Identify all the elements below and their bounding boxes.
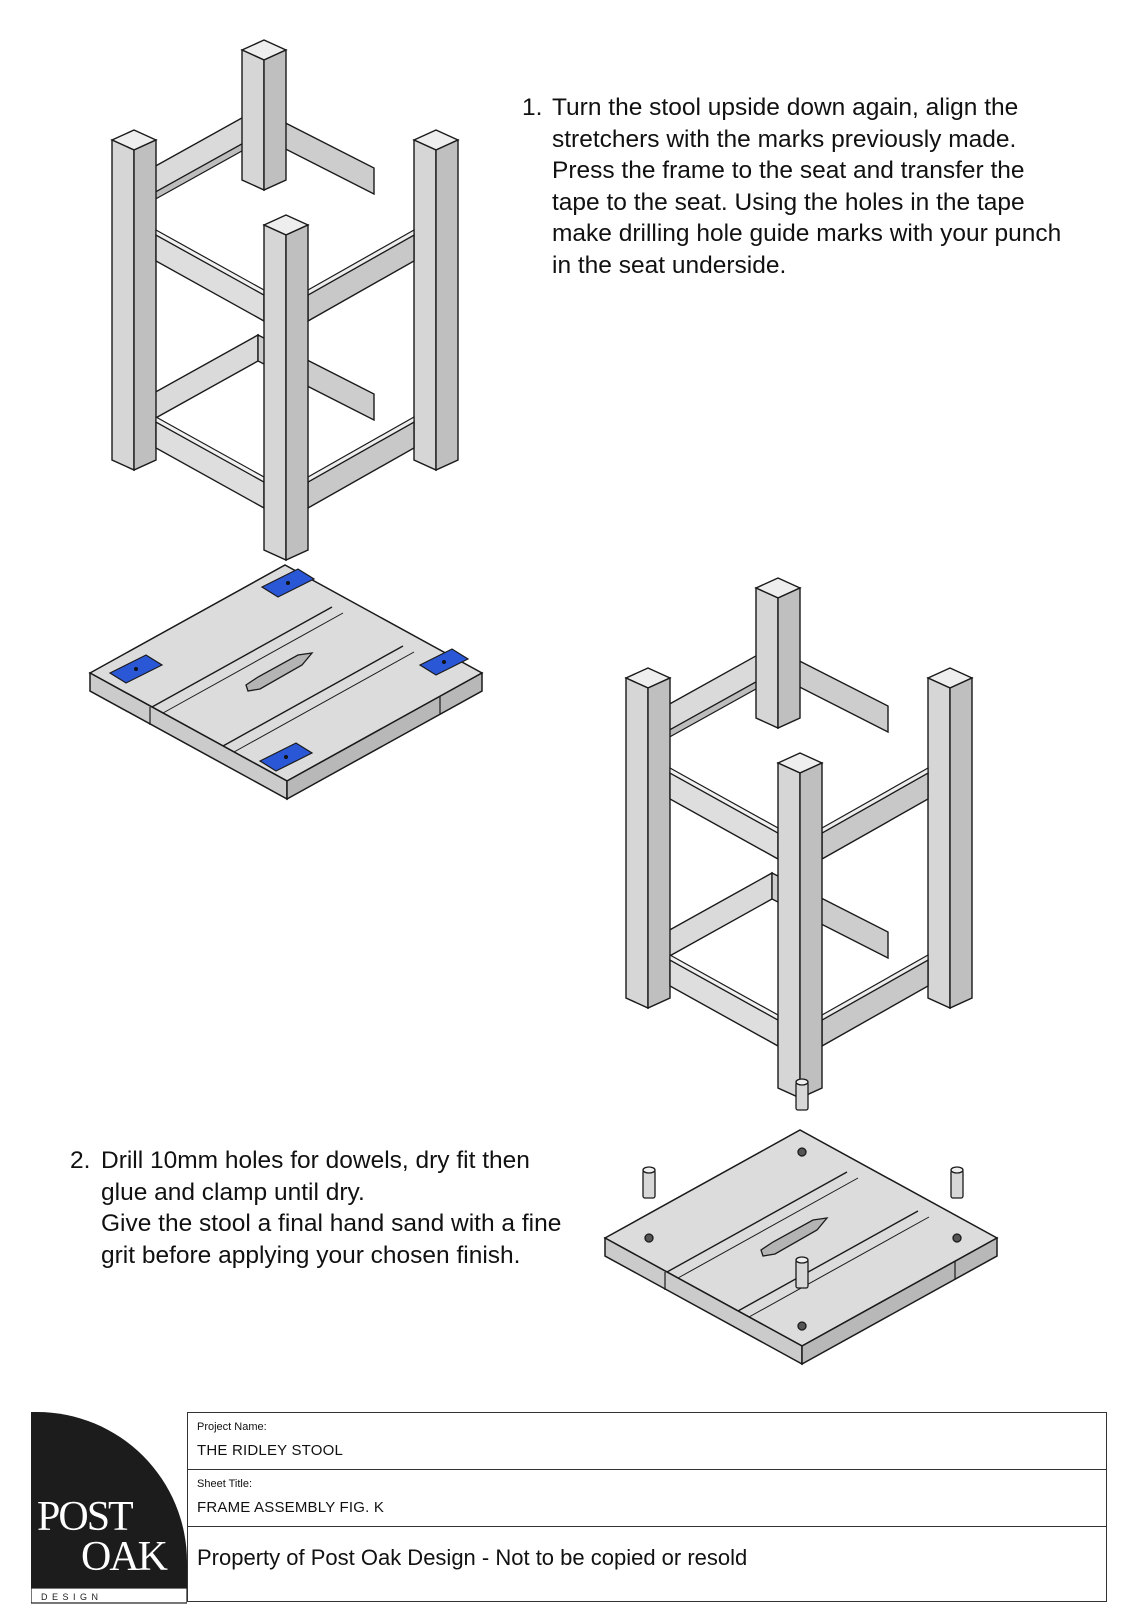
stool-frame-top (111, 39, 459, 561)
assembly-drawing (89, 39, 998, 1365)
seat-with-tape (89, 564, 483, 800)
instruction-step-2: 2. Drill 10mm holes for dowels, dry fit … (70, 1145, 561, 1271)
instruction-step-1: 1. Turn the stool upside down again, ali… (522, 92, 1061, 281)
step-line: Press the frame to the seat and transfer… (552, 157, 1025, 184)
step-number: 2. (70, 1147, 91, 1174)
svg-text:D E S I G N: D E S I G N (41, 1592, 99, 1602)
copyright-notice: Property of Post Oak Design - Not to be … (197, 1545, 748, 1570)
step-line: make drilling hole guide marks with your… (552, 220, 1062, 247)
title-block: POST OAK D E S I G N Project Name: THE R… (31, 1412, 1109, 1604)
sheet-title-row: Sheet Title: FRAME ASSEMBLY FIG. K (188, 1470, 1106, 1527)
seat-with-dowels (604, 1078, 998, 1365)
step-line: glue and clamp until dry. (101, 1178, 365, 1206)
step-line: Drill 10mm holes for dowels, dry fit the… (101, 1147, 530, 1174)
svg-text:POST: POST (37, 1494, 133, 1540)
stool-frame-bottom (625, 577, 973, 1099)
dowels (642, 1078, 964, 1331)
step-line: Turn the stool upside down again, align … (552, 94, 1019, 121)
step-line: in the seat underside. (552, 251, 787, 279)
step-line: Give the stool a final hand sand with a … (101, 1210, 562, 1237)
project-name-value: THE RIDLEY STOOL (197, 1442, 344, 1459)
step-number: 1. (522, 94, 543, 121)
step-line: tape to the seat. Using the holes in the… (552, 188, 1025, 216)
sheet-title-value: FRAME ASSEMBLY FIG. K (197, 1499, 385, 1516)
notice-row: Property of Post Oak Design - Not to be … (188, 1527, 1106, 1601)
tape-pieces (108, 568, 470, 772)
post-oak-logo: POST OAK D E S I G N (31, 1412, 187, 1604)
step-line: grit before applying your chosen finish. (101, 1241, 521, 1269)
title-block-fields: Project Name: THE RIDLEY STOOL Sheet Tit… (187, 1412, 1107, 1602)
project-name-row: Project Name: THE RIDLEY STOOL (188, 1413, 1106, 1470)
project-name-label: Project Name: (197, 1421, 267, 1433)
svg-text:OAK: OAK (81, 1534, 168, 1580)
step-line: stretchers with the marks previously mad… (552, 125, 1017, 153)
sheet-title-label: Sheet Title: (197, 1478, 253, 1490)
